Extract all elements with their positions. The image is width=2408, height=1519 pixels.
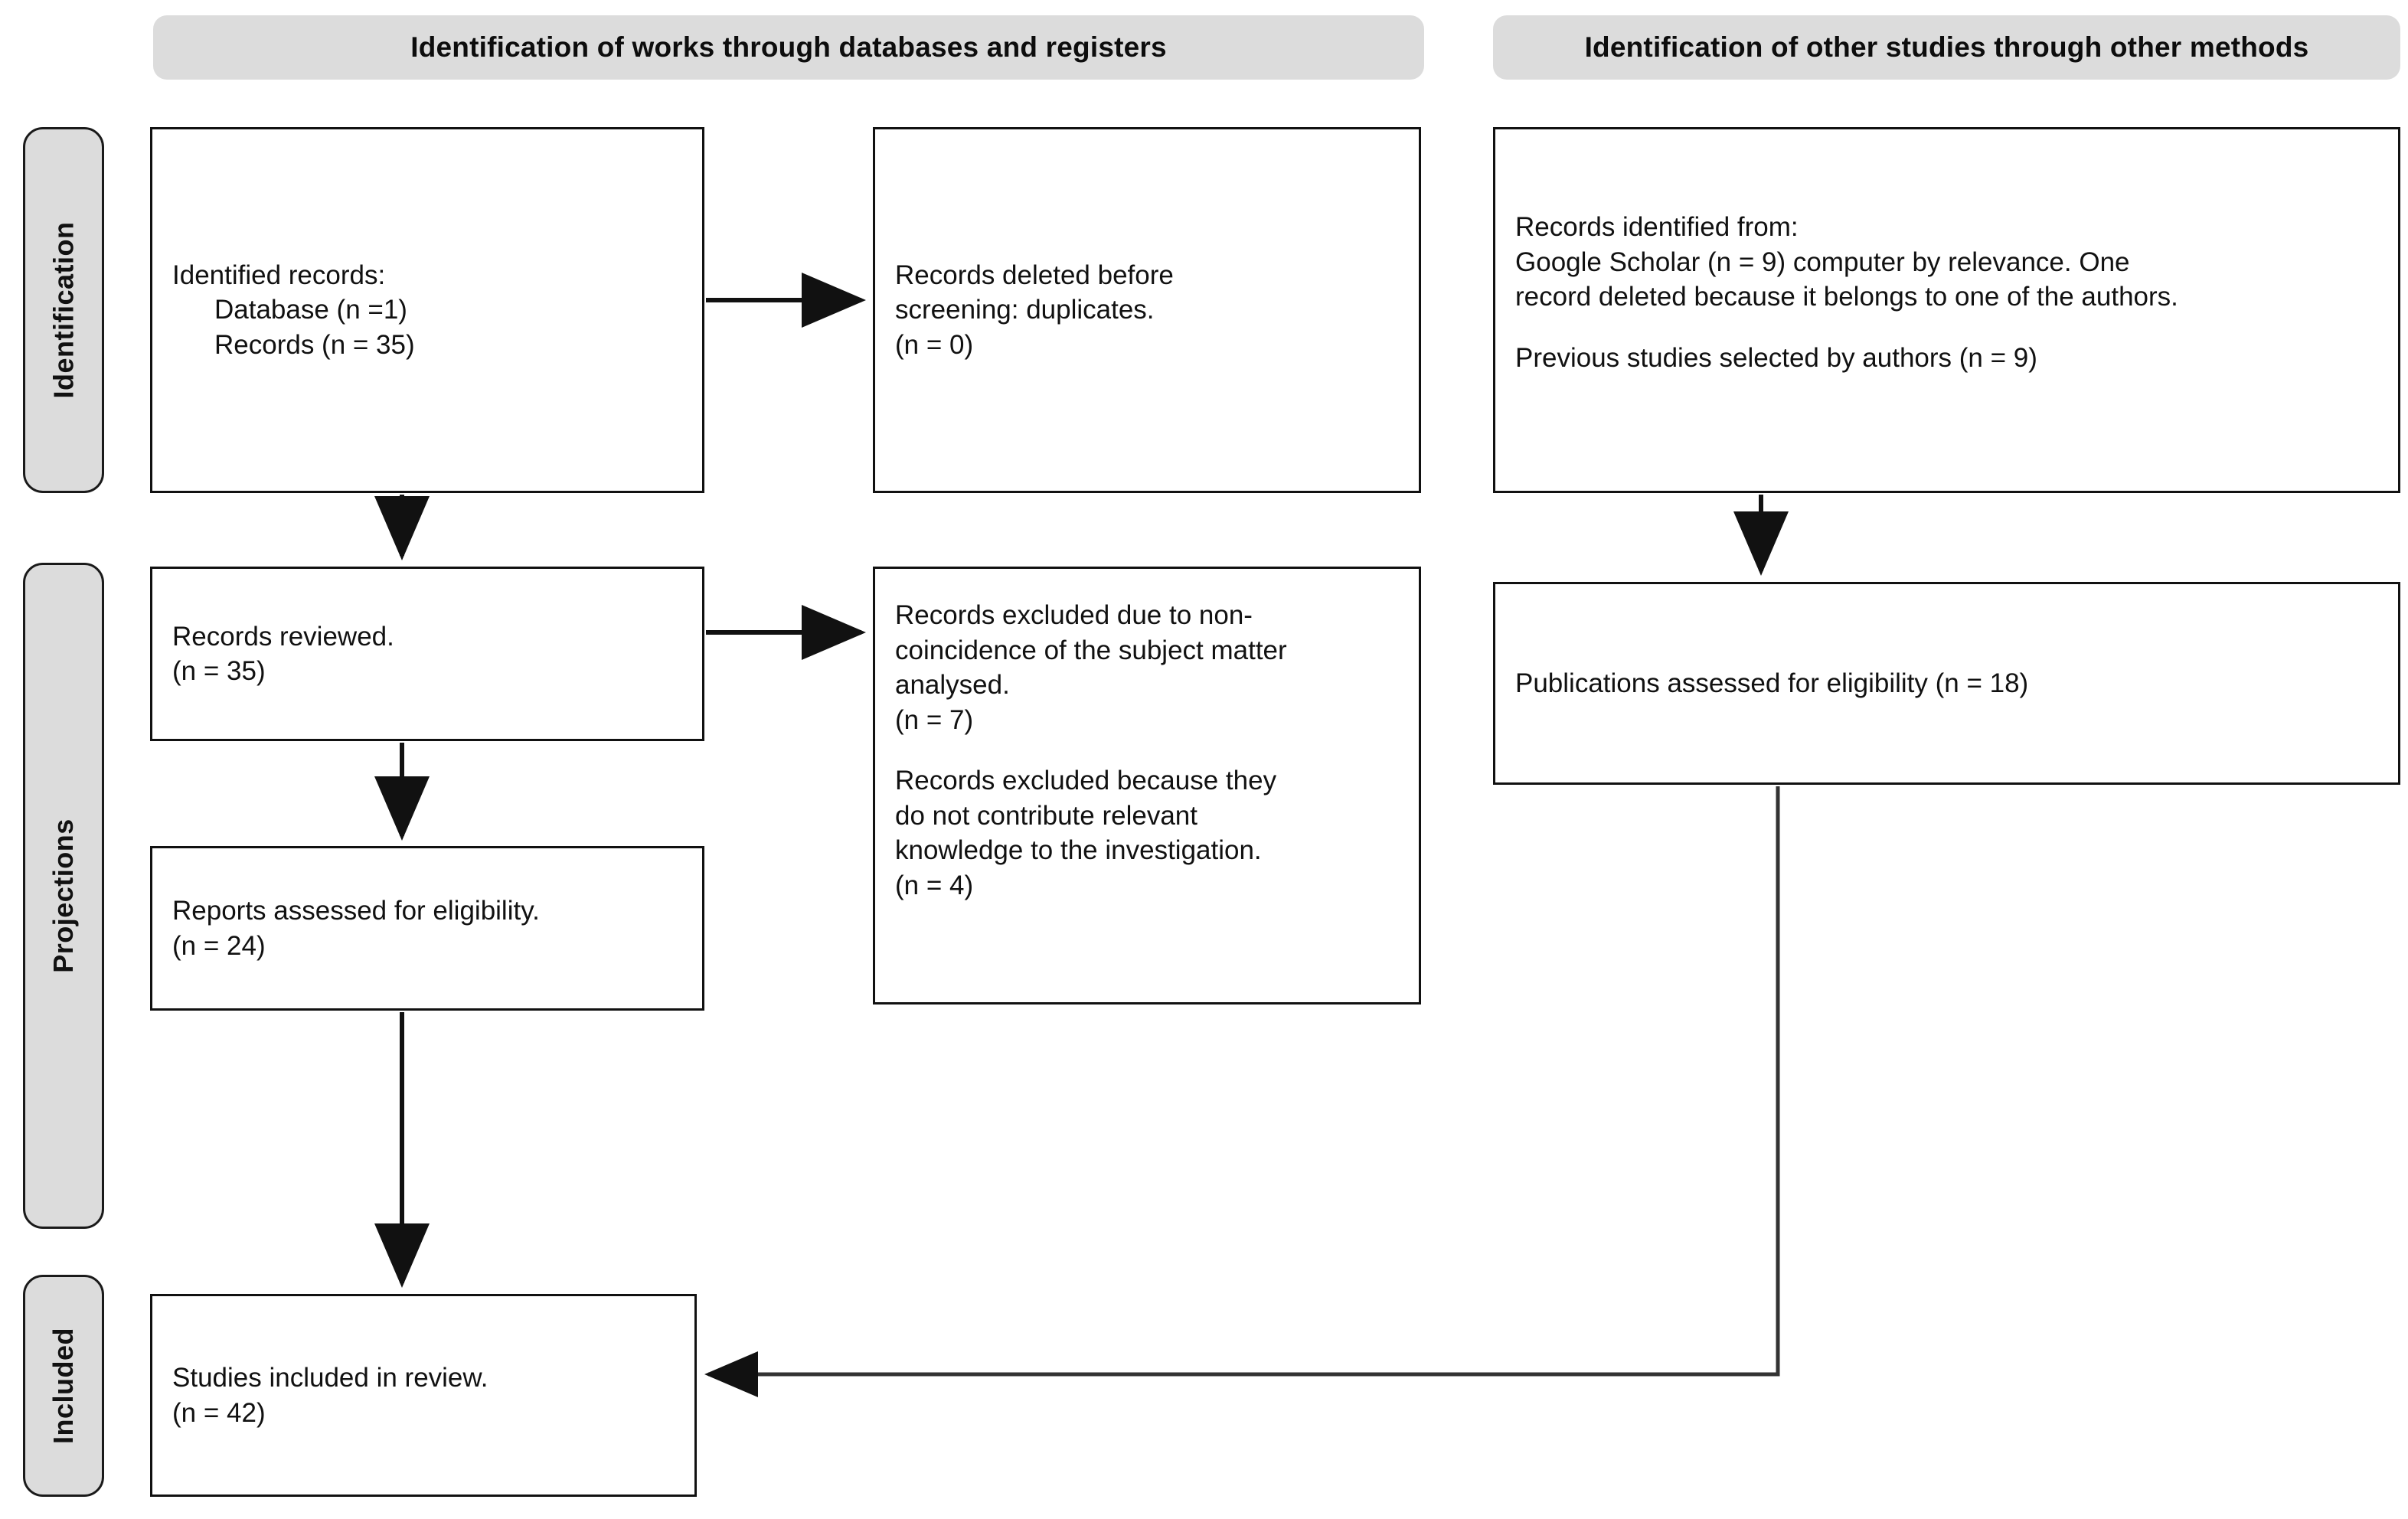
node-line: analysed.: [895, 670, 1010, 700]
node-identified-records: Identified records: Database (n =1) Reco…: [150, 127, 704, 493]
node-line: (n = 42): [172, 1397, 266, 1428]
node-line: Records (n = 35): [214, 329, 415, 360]
phase-label-projections: Projections: [23, 563, 104, 1229]
node-line: Reports assessed for eligibility.: [172, 896, 540, 926]
node-line: do not contribute relevant: [895, 800, 1197, 831]
node-line: Publications assessed for eligibility (n…: [1515, 668, 2029, 698]
column-header-databases-label: Identification of works through database…: [410, 31, 1167, 63]
phase-label-identification: Identification: [23, 127, 104, 493]
node-line: Studies included in review.: [172, 1363, 488, 1393]
node-line: (n = 4): [895, 870, 974, 900]
node-other-records-identified: Records identified from: Google Scholar …: [1493, 127, 2400, 493]
node-line: Database (n =1): [214, 295, 407, 325]
node-line: Identified records:: [172, 260, 386, 290]
node-line: (n = 24): [172, 930, 266, 961]
node-line: (n = 0): [895, 329, 974, 360]
node-studies-included: Studies included in review. (n = 42): [150, 1294, 697, 1497]
node-line: Records deleted before: [895, 260, 1174, 290]
node-records-reviewed: Records reviewed. (n = 35): [150, 567, 704, 741]
node-line: Google Scholar (n = 9) computer by relev…: [1515, 247, 2130, 277]
node-line: Records reviewed.: [172, 621, 394, 652]
node-line: coincidence of the subject matter: [895, 635, 1287, 665]
phase-label-projections-text: Projections: [47, 818, 79, 973]
node-paragraph-gap: [895, 737, 1399, 763]
node-records-excluded: Records excluded due to non- coincidence…: [873, 567, 1421, 1004]
node-records-deleted: Records deleted before screening: duplic…: [873, 127, 1421, 493]
node-line: Records excluded because they: [895, 766, 1277, 795]
column-header-other-methods-label: Identification of other studies through …: [1584, 31, 2309, 63]
phase-label-identification-text: Identification: [47, 221, 79, 399]
node-paragraph-gap: [1515, 315, 2378, 341]
column-header-databases: Identification of works through database…: [153, 15, 1424, 80]
node-line: (n = 35): [172, 656, 266, 686]
node-publications-assessed: Publications assessed for eligibility (n…: [1493, 582, 2400, 785]
column-header-other-methods: Identification of other studies through …: [1493, 15, 2400, 80]
node-line: Previous studies selected by authors (n …: [1515, 342, 2037, 373]
node-line: screening: duplicates.: [895, 295, 1155, 325]
node-line: record deleted because it belongs to one…: [1515, 282, 2178, 312]
node-line: Records identified from:: [1515, 212, 1799, 242]
node-line: knowledge to the investigation.: [895, 835, 1262, 865]
node-reports-assessed: Reports assessed for eligibility. (n = 2…: [150, 846, 704, 1011]
phase-label-included: Included: [23, 1275, 104, 1497]
node-line: Records excluded due to non-: [895, 600, 1253, 630]
node-line: (n = 7): [895, 704, 974, 735]
phase-label-included-text: Included: [47, 1327, 80, 1445]
